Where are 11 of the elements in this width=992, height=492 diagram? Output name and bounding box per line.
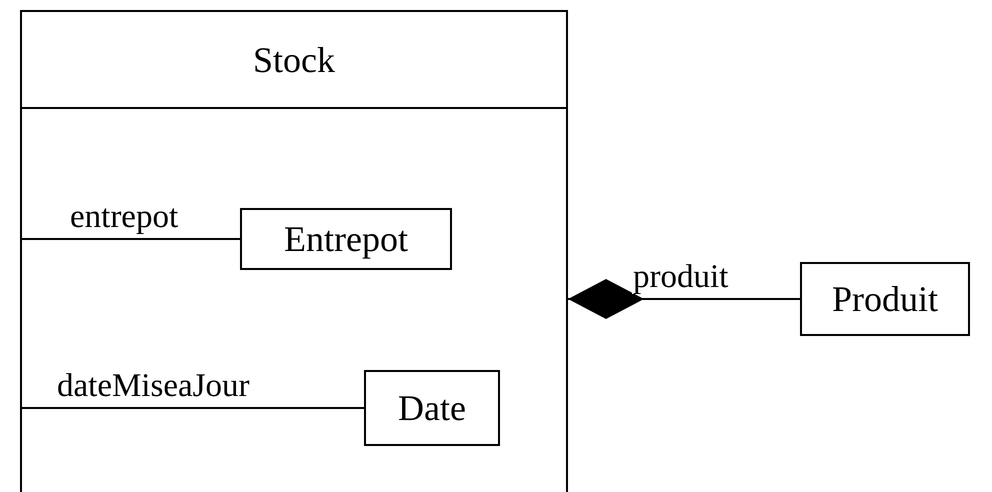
class-name: Entrepot xyxy=(284,218,408,260)
class-name: Stock xyxy=(253,42,335,78)
edge-label: produit xyxy=(632,261,730,294)
association-line xyxy=(21,407,364,409)
class-box xyxy=(240,208,452,270)
composition-line xyxy=(568,279,800,319)
class-name: Date xyxy=(398,387,466,429)
class-box xyxy=(800,262,970,336)
association-line xyxy=(21,238,240,240)
class-box xyxy=(364,370,500,446)
class-name: Produit xyxy=(832,278,938,320)
